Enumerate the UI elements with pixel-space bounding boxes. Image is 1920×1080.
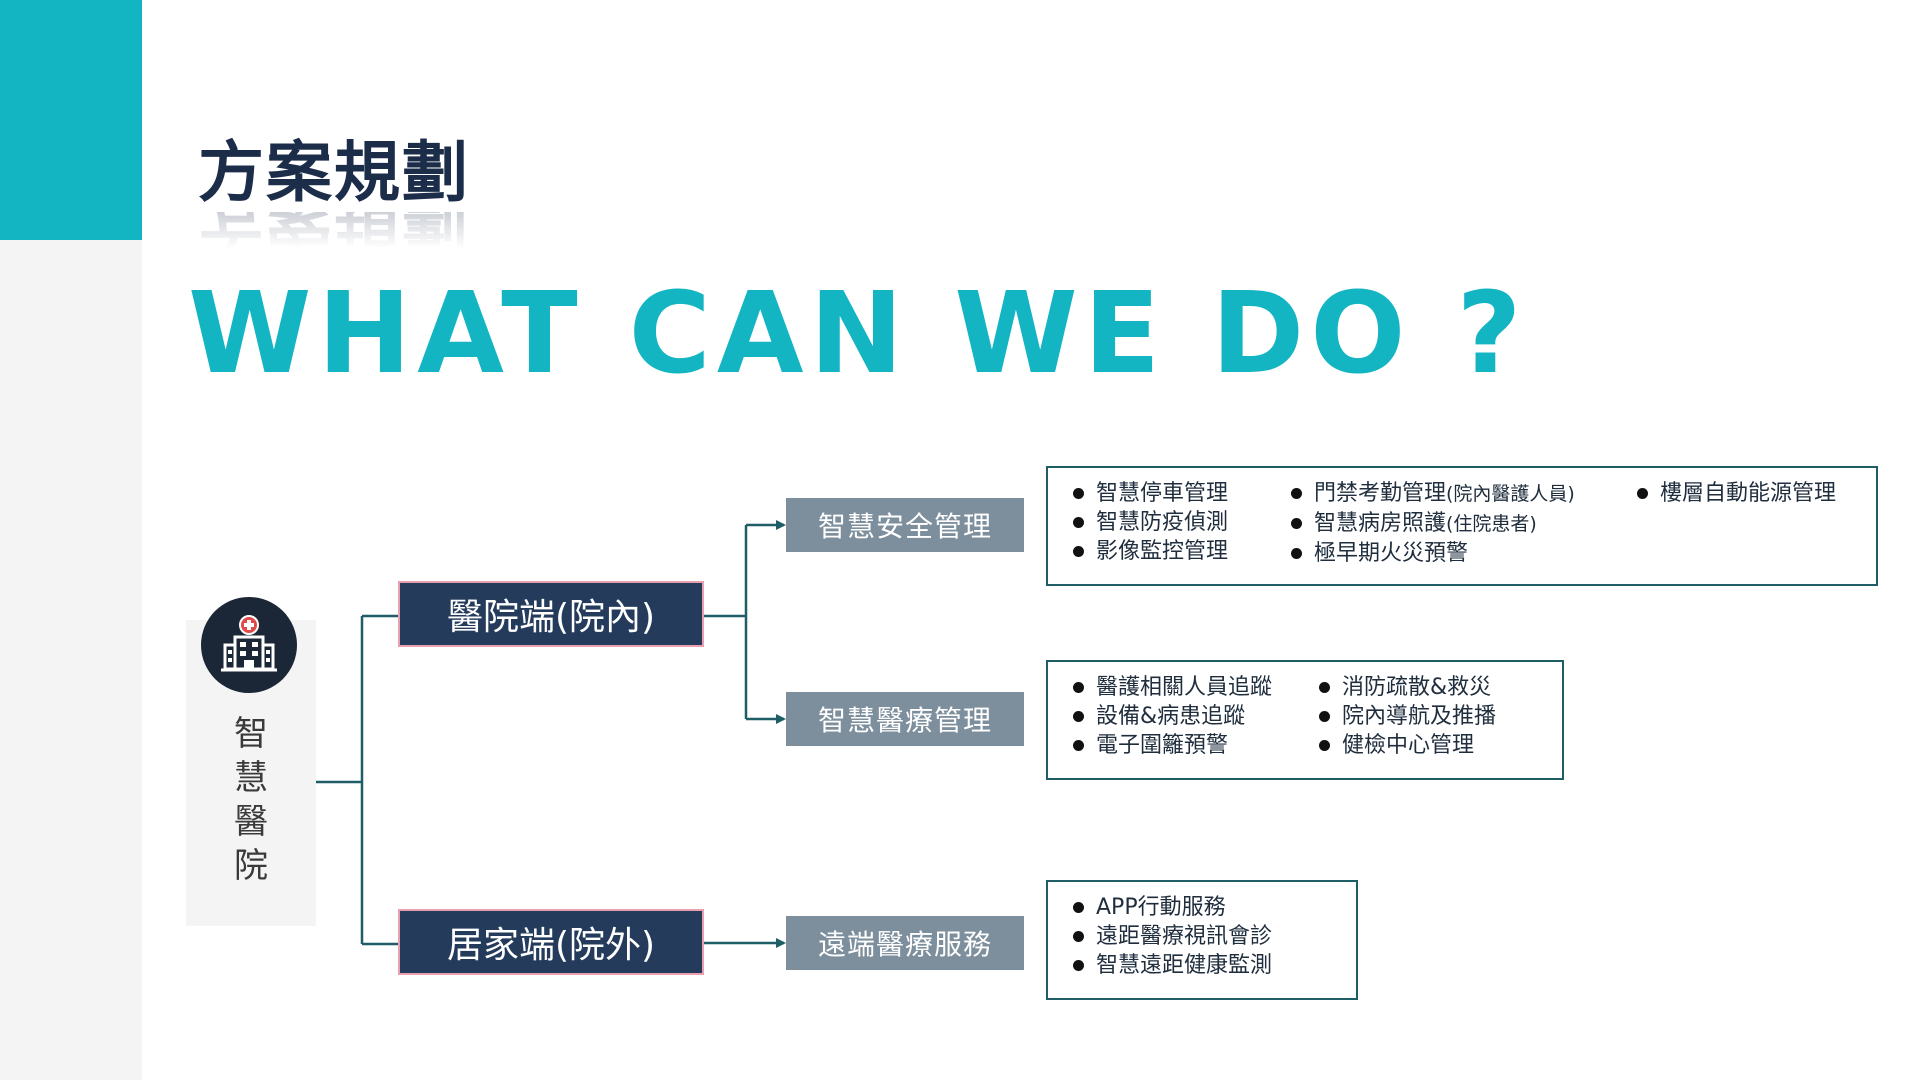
page-title: 方案規劃	[198, 134, 470, 211]
detail-box-safety: 智慧停車管理 智慧防疫偵測 影像監控管理 門禁考勤管理(院內醫護人員) 智慧病房…	[1046, 466, 1878, 586]
detail-item: 電子圍籬預警	[1070, 731, 1272, 760]
branch-home-outside: 居家端(院外)	[398, 909, 704, 975]
detail-item: 樓層自動能源管理	[1634, 479, 1836, 508]
root-node-label-text: 智慧醫院	[234, 714, 270, 886]
detail-column: 消防疏散&救災 院內導航及推播 健檢中心管理	[1316, 673, 1496, 760]
hospital-icon	[201, 597, 297, 693]
detail-item: 智慧病房照護(住院患者)	[1288, 509, 1575, 539]
detail-item: 智慧防疫偵測	[1070, 508, 1228, 537]
detail-box-remote: APP行動服務 遠距醫療視訊會診 智慧遠距健康監測	[1046, 880, 1358, 1000]
branch-hospital-inside: 醫院端(院內)	[398, 581, 704, 647]
detail-item: 院內導航及推播	[1316, 702, 1496, 731]
root-node-label: 智慧醫院	[186, 712, 316, 888]
detail-item: 醫護相關人員追蹤	[1070, 673, 1272, 702]
detail-column: 樓層自動能源管理	[1634, 479, 1836, 508]
detail-item: 設備&病患追蹤	[1070, 702, 1272, 731]
detail-item: 影像監控管理	[1070, 537, 1228, 566]
detail-item: 極早期火災預警	[1288, 539, 1575, 568]
detail-item: 遠距醫療視訊會診	[1070, 922, 1272, 951]
detail-box-medical: 醫護相關人員追蹤 設備&病患追蹤 電子圍籬預警 消防疏散&救災 院內導航及推播 …	[1046, 660, 1564, 780]
detail-item: 智慧停車管理	[1070, 479, 1228, 508]
detail-column: 門禁考勤管理(院內醫護人員) 智慧病房照護(住院患者) 極早期火災預警	[1288, 479, 1575, 568]
detail-item: APP行動服務	[1070, 893, 1272, 922]
detail-item: 門禁考勤管理(院內醫護人員)	[1288, 479, 1575, 509]
service-smart-medical-management: 智慧醫療管理	[786, 692, 1024, 746]
service-smart-safety-management: 智慧安全管理	[786, 498, 1024, 552]
detail-column: 醫護相關人員追蹤 設備&病患追蹤 電子圍籬預警	[1070, 673, 1272, 760]
detail-item: 智慧遠距健康監測	[1070, 951, 1272, 980]
detail-item: 消防疏散&救災	[1316, 673, 1496, 702]
headline: WHAT CAN WE DO ?	[188, 269, 1528, 399]
sidebar-accent-block	[0, 0, 142, 240]
detail-column: APP行動服務 遠距醫療視訊會診 智慧遠距健康監測	[1070, 893, 1272, 980]
detail-item: 健檢中心管理	[1316, 731, 1496, 760]
detail-column: 智慧停車管理 智慧防疫偵測 影像監控管理	[1070, 479, 1228, 566]
service-remote-medical: 遠端醫療服務	[786, 916, 1024, 970]
